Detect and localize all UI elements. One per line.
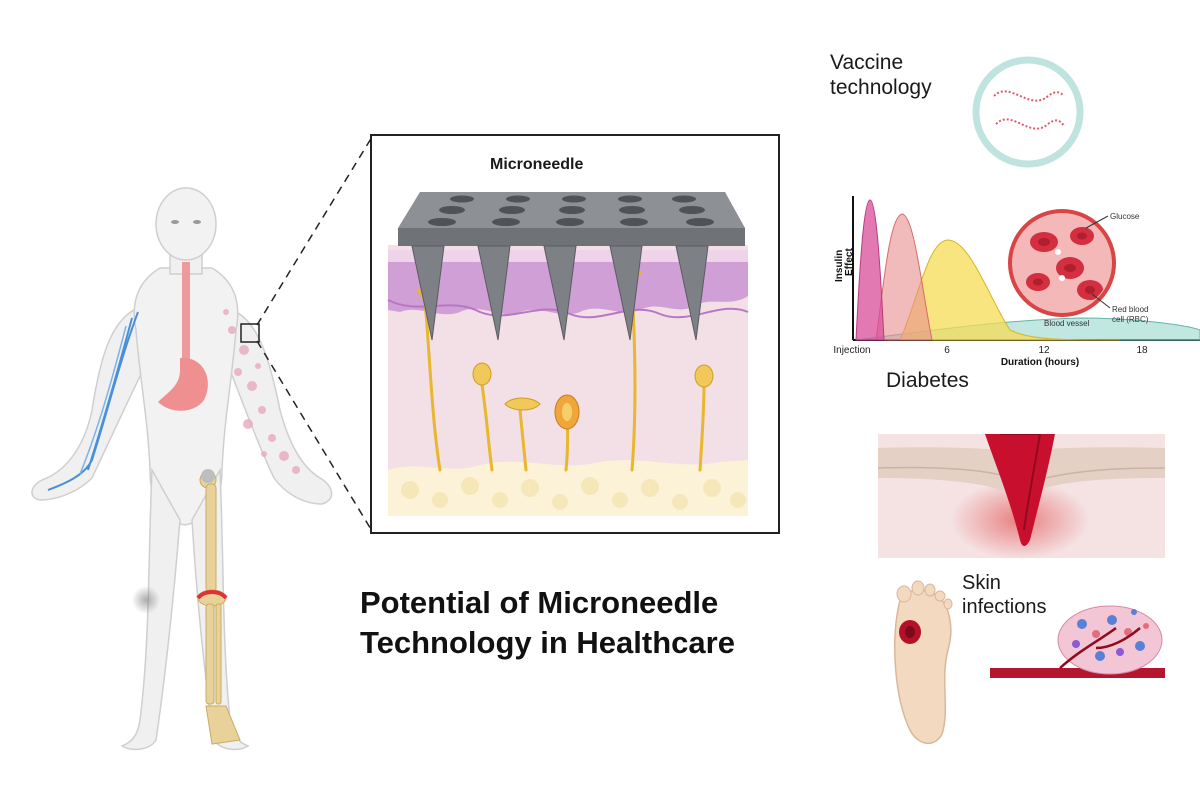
y-axis-label-2: Effect <box>844 248 855 276</box>
tick-12: 12 <box>1038 345 1050 356</box>
glucose-label: Glucose <box>1110 212 1140 221</box>
stomach <box>158 357 208 411</box>
capillary-branch <box>1059 626 1141 669</box>
bacteria-cells <box>1072 609 1149 661</box>
rbc-label-2: cell (RBC) <box>1112 315 1149 324</box>
arm-veins <box>47 311 139 491</box>
tick-6: 6 <box>944 345 950 356</box>
mrna-strand-lower <box>995 118 1065 130</box>
microneedle-inset-title: Microneedle <box>490 156 584 173</box>
right-arm <box>225 308 333 505</box>
skin-rash-spots <box>223 309 300 474</box>
hip-joint <box>201 469 215 483</box>
vaccine-technology-label: Vaccine technology <box>830 51 932 99</box>
skin-infections-label: Skin infections <box>962 572 1047 618</box>
right-eye <box>193 220 201 224</box>
tick-injection: Injection <box>833 345 870 356</box>
human-body-figure <box>31 187 333 751</box>
rbc-label-1: Red blood <box>1112 305 1148 314</box>
zoom-selection-box <box>240 323 260 343</box>
microneedle-inset <box>370 134 780 534</box>
wound-skin-illustration <box>878 434 1165 558</box>
curve-short-acting <box>875 213 933 341</box>
blood-vessel-label: Blood vessel <box>1044 319 1090 328</box>
curve-rapid-acting <box>855 199 885 341</box>
diabetes-label: Diabetes <box>886 369 969 392</box>
knee-highlight <box>132 586 160 614</box>
blood-vessel-strip <box>990 668 1165 678</box>
x-axis-label: Duration (hours) <box>1001 357 1079 368</box>
y-axis-label: Insulin <box>834 250 845 282</box>
red-blood-cells <box>1026 227 1103 300</box>
infection-vessel-illustration <box>990 605 1165 678</box>
insulin-chart: Insulin Effect Injection 6 12 18 Duratio… <box>833 196 1200 368</box>
tick-18: 18 <box>1136 345 1148 356</box>
zoom-line-bottom <box>256 340 373 532</box>
left-eye <box>171 220 179 224</box>
wound-cut <box>985 434 1055 546</box>
left-arm <box>31 306 149 501</box>
main-title: Potential of Microneedle Technology in H… <box>360 585 735 660</box>
curve-intermediate <box>899 239 1121 341</box>
esophagus <box>182 262 190 360</box>
zoom-line-top <box>256 136 373 326</box>
head <box>155 187 217 261</box>
subcutaneous-fat <box>388 460 748 516</box>
vaccine-illustration <box>972 56 1084 168</box>
foot-illustration <box>894 580 953 744</box>
leg-skeleton <box>197 471 241 745</box>
patch-holes <box>428 195 714 226</box>
knee-inflammation <box>196 590 228 600</box>
mrna-strand-upper <box>993 90 1065 102</box>
sensory-receptors <box>472 362 714 430</box>
microneedles <box>411 245 709 341</box>
